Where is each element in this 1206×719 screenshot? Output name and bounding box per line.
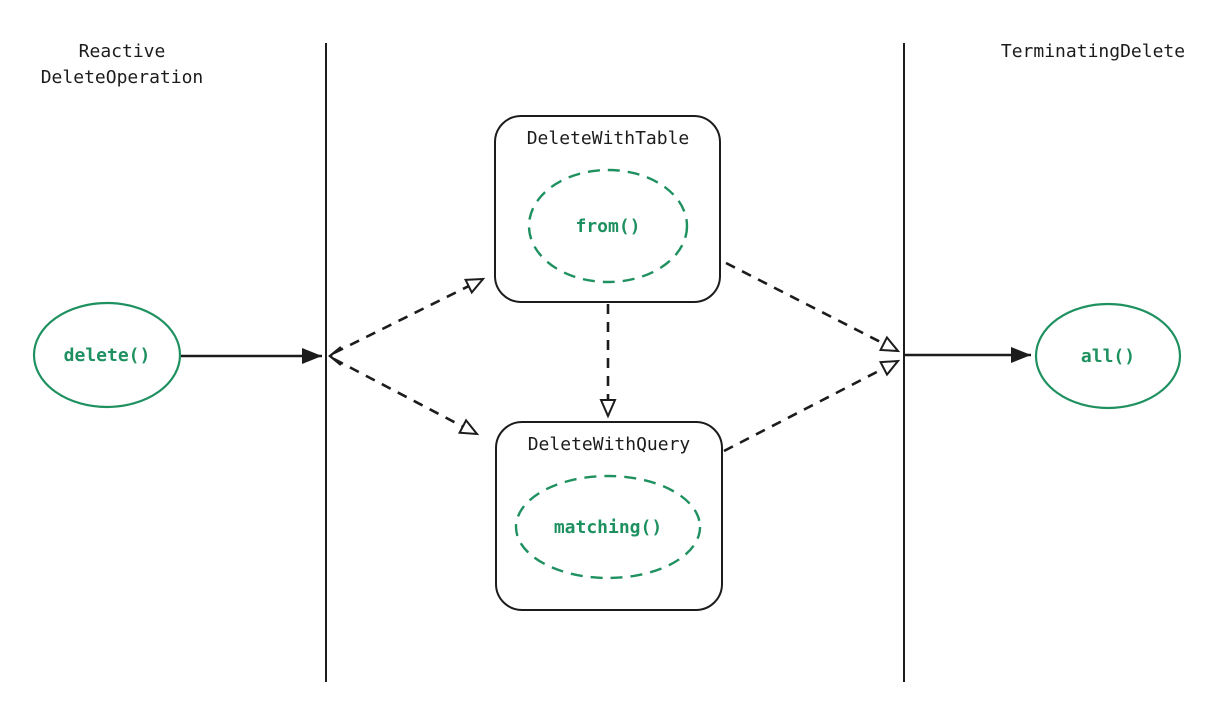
left-lane-label-line2: DeleteOperation [41, 67, 204, 88]
node-delete-with-query-title: DeleteWithQuery [528, 434, 691, 455]
node-from-label: from() [575, 216, 640, 237]
node-all-label: all() [1081, 346, 1135, 367]
edge-delete-with-query-to-lane [723, 359, 901, 453]
edge-branch-to-delete-with-query [333, 357, 480, 436]
right-lane-label: TerminatingDelete [1001, 41, 1185, 62]
edge-branch-to-delete-with-table [333, 277, 486, 355]
node-delete [32, 301, 182, 409]
left-lane-label-line1: Reactive [79, 41, 166, 62]
node-from [527, 168, 689, 284]
node-delete-label: delete() [64, 345, 151, 366]
node-matching-label: matching() [554, 517, 662, 538]
node-all [1034, 302, 1182, 410]
edge-delete-with-table-to-lane [725, 261, 901, 353]
node-delete-with-query [495, 421, 723, 611]
node-matching [514, 474, 702, 580]
node-delete-with-table [494, 115, 721, 303]
node-delete-with-table-title: DeleteWithTable [527, 128, 690, 149]
